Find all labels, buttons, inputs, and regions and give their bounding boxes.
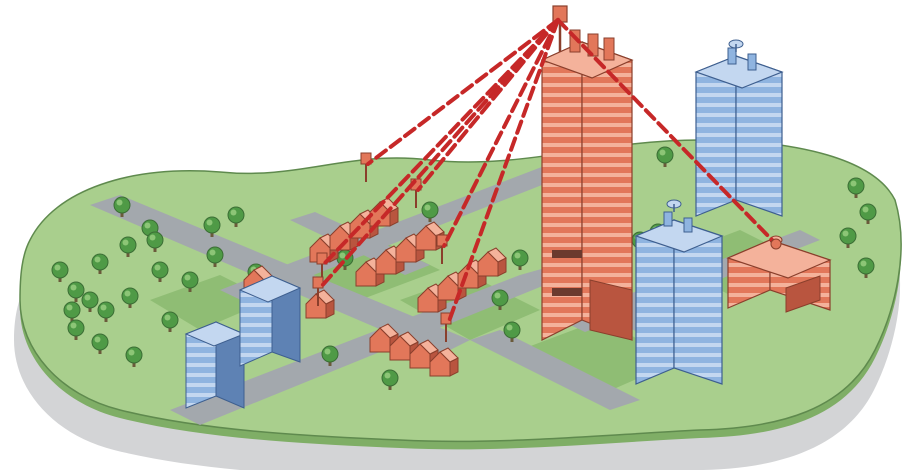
link-line: [366, 18, 560, 166]
link-line: [556, 18, 776, 244]
link-line: [442, 18, 560, 248]
blue-tower-front: [634, 199, 724, 385]
satellite-dish-icon: [728, 39, 744, 52]
link-line: [446, 18, 560, 326]
satellite-dish-icon: [666, 199, 682, 212]
blue-building-left-1: [184, 321, 246, 409]
link-line: [318, 18, 560, 290]
link-line: [322, 18, 560, 266]
blue-building-left-2: [238, 275, 302, 367]
wireless-links: [318, 18, 776, 326]
orange-office-complex: [726, 235, 832, 313]
office-complex-antenna: [770, 238, 782, 250]
orange-tower: [540, 29, 634, 341]
blue-tower-back: [694, 39, 784, 217]
